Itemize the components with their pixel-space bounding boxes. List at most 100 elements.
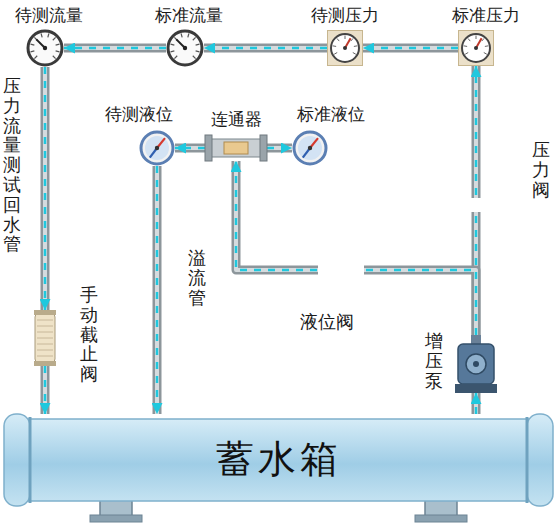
water-pipe bbox=[45, 366, 46, 414]
gauge-face bbox=[28, 31, 62, 65]
component-label: 标准压力 bbox=[452, 5, 520, 25]
gauge-tick bbox=[485, 45, 488, 47]
gauge-tick bbox=[337, 38, 339, 41]
shutoff-valve: 手动截止阀 bbox=[34, 310, 56, 366]
shutoff-valve-shape bbox=[34, 310, 56, 366]
connector-vessel: 连通器 bbox=[205, 135, 267, 161]
flow-arrows bbox=[175, 147, 205, 150]
vessel-window bbox=[224, 142, 248, 154]
gauge-tick bbox=[196, 44, 200, 45]
gauge-tick bbox=[48, 34, 49, 38]
pipe-bore bbox=[43, 67, 47, 310]
gauge-face bbox=[462, 34, 490, 62]
gauge-hub bbox=[155, 146, 159, 150]
component-label: 手动截止阀 bbox=[80, 285, 98, 384]
gauge-tick bbox=[53, 37, 56, 40]
water-tank: 蓄水箱 bbox=[4, 414, 553, 506]
pipe-wall bbox=[153, 166, 162, 414]
gauge-tick bbox=[174, 56, 177, 59]
gauge-tick bbox=[476, 36, 477, 40]
gauge-hub bbox=[43, 46, 47, 50]
flow-gauge-shape bbox=[26, 29, 64, 67]
gauge-tick bbox=[193, 37, 196, 40]
pipe-wall bbox=[64, 44, 166, 53]
flow-arrows bbox=[64, 47, 166, 50]
pipe-wall bbox=[175, 144, 205, 153]
gauge-tick bbox=[354, 45, 357, 47]
water-pipe bbox=[476, 393, 477, 414]
flow-gauge-shape bbox=[166, 29, 204, 67]
pipe-wall bbox=[363, 44, 458, 53]
tank-cap bbox=[4, 414, 30, 506]
gauge-tick bbox=[56, 51, 60, 52]
valve-rib bbox=[37, 350, 53, 351]
flow-gauge: 待测流量 bbox=[26, 29, 64, 67]
gauge-hub bbox=[308, 146, 312, 150]
pressure-gauge-shape bbox=[327, 30, 363, 66]
gauge-tick bbox=[188, 34, 189, 38]
gauge-tick bbox=[34, 56, 37, 59]
valve-rib bbox=[37, 344, 53, 345]
gauge-rim bbox=[141, 132, 173, 164]
gauge-tick bbox=[334, 53, 337, 55]
pipe-bore bbox=[236, 161, 476, 335]
pump-body bbox=[458, 344, 494, 384]
pressure-valve-gap bbox=[466, 198, 486, 212]
tank-flange bbox=[526, 417, 529, 503]
pipe-bore bbox=[267, 146, 292, 150]
booster-pump: 增压泵 bbox=[455, 335, 497, 393]
component-label: 增压泵 bbox=[425, 331, 443, 390]
water-pipe bbox=[363, 48, 458, 49]
pipe-bore bbox=[43, 366, 47, 414]
pipe-bore bbox=[474, 393, 478, 414]
pipe-wall bbox=[267, 144, 292, 153]
vessel-body bbox=[211, 139, 261, 157]
tank-flange bbox=[29, 417, 32, 503]
tank-title: 蓄水箱 bbox=[216, 437, 342, 483]
tank-foot bbox=[415, 515, 467, 522]
pipe-bore bbox=[204, 46, 327, 50]
pipe-wall bbox=[236, 161, 476, 335]
level-gauge: 待测液位 bbox=[139, 130, 175, 166]
pipe-bore bbox=[175, 146, 205, 150]
gauge-tick bbox=[353, 53, 356, 55]
flow-arrows bbox=[44, 366, 47, 414]
gauge-tick bbox=[465, 53, 468, 55]
valve-rib bbox=[37, 356, 53, 357]
gauge-tick bbox=[468, 38, 470, 41]
gauge-tick bbox=[464, 45, 467, 47]
valve-rib bbox=[37, 332, 53, 333]
valve-label: 液位阀 bbox=[300, 311, 354, 333]
gauge-tick bbox=[196, 51, 200, 52]
gauge-tick bbox=[31, 51, 35, 52]
water-pipe bbox=[204, 48, 327, 49]
gauge-face bbox=[298, 136, 322, 160]
water-pipe bbox=[157, 166, 158, 414]
gauge-face bbox=[331, 34, 359, 62]
pipe-wall bbox=[204, 44, 327, 53]
valve-rib bbox=[37, 320, 53, 321]
valve-cap bbox=[34, 310, 56, 315]
gauge-face bbox=[145, 136, 169, 160]
pipe-bore bbox=[363, 46, 458, 50]
level-gauge-shape bbox=[292, 130, 328, 166]
booster-pump-shape bbox=[455, 335, 497, 393]
water-pipe bbox=[64, 48, 166, 49]
pipe-label: 溢流管 bbox=[188, 248, 206, 307]
pipe-wall bbox=[41, 366, 50, 414]
water-pipe bbox=[45, 67, 46, 310]
flow-arrows bbox=[267, 147, 292, 150]
component-label: 标准液位 bbox=[297, 104, 365, 124]
valve-label: 压力阀 bbox=[532, 140, 550, 199]
water-pipe bbox=[175, 148, 205, 149]
pipe-bore bbox=[155, 166, 159, 414]
flow-arrows bbox=[475, 393, 478, 414]
level-valve-gap bbox=[318, 262, 364, 279]
pressure-gauge: 标准压力 bbox=[458, 30, 494, 66]
pipe-wall bbox=[41, 67, 50, 310]
valve-cap bbox=[34, 361, 56, 366]
gauge-rim bbox=[294, 132, 326, 164]
